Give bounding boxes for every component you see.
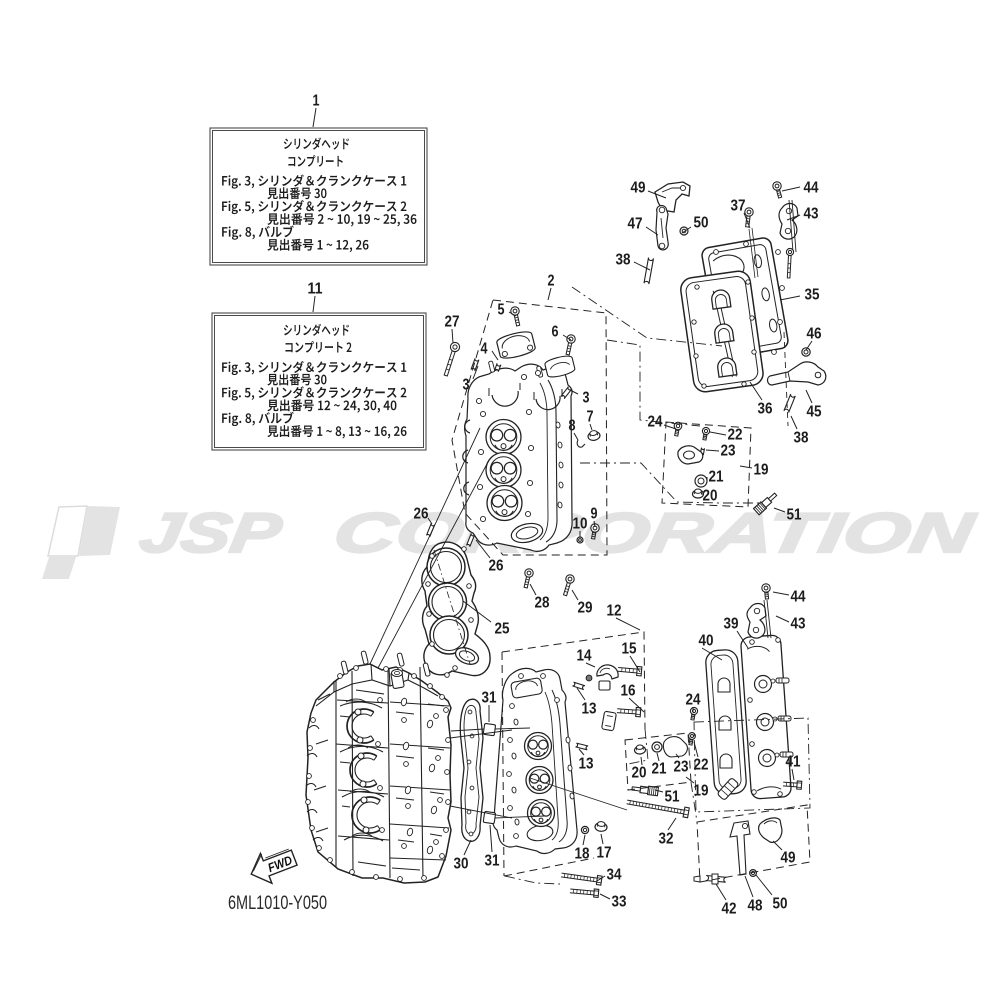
svg-text:JSP: JSP (136, 501, 286, 564)
svg-text:24: 24 (648, 414, 663, 431)
svg-text:8: 8 (569, 418, 576, 435)
svg-text:23: 23 (674, 759, 689, 776)
svg-text:45: 45 (807, 404, 822, 421)
svg-text:28: 28 (535, 595, 550, 612)
svg-text:15: 15 (622, 641, 637, 658)
svg-text:51: 51 (787, 507, 802, 524)
svg-text:9: 9 (591, 506, 598, 523)
svg-text:17: 17 (597, 845, 612, 862)
svg-text:19: 19 (754, 462, 769, 479)
svg-text:1: 1 (313, 93, 320, 110)
svg-text:44: 44 (791, 589, 806, 606)
svg-text:26: 26 (414, 506, 429, 523)
svg-text:40: 40 (699, 633, 714, 650)
svg-text:18: 18 (575, 846, 590, 863)
svg-text:49: 49 (781, 850, 796, 867)
svg-text:31: 31 (482, 690, 497, 707)
svg-text:25: 25 (495, 621, 510, 638)
svg-text:35: 35 (805, 287, 820, 304)
svg-text:22: 22 (728, 427, 743, 444)
svg-text:13: 13 (579, 756, 594, 773)
svg-text:19: 19 (694, 783, 709, 800)
svg-text:27: 27 (445, 314, 460, 331)
svg-text:7: 7 (587, 409, 594, 426)
svg-text:21: 21 (709, 469, 724, 486)
svg-text:21: 21 (652, 761, 667, 778)
svg-text:51: 51 (665, 789, 680, 806)
svg-text:23: 23 (721, 443, 736, 460)
svg-text:10: 10 (573, 516, 588, 533)
svg-text:39: 39 (724, 616, 739, 633)
svg-text:16: 16 (621, 683, 636, 700)
svg-text:6ML1010-Y050: 6ML1010-Y050 (228, 893, 327, 914)
svg-text:34: 34 (607, 867, 622, 884)
svg-text:37: 37 (731, 198, 746, 215)
svg-text:2: 2 (548, 273, 555, 290)
svg-text:50: 50 (694, 215, 709, 232)
svg-text:41: 41 (786, 754, 801, 771)
svg-text:6: 6 (552, 324, 559, 341)
svg-text:29: 29 (578, 600, 593, 617)
svg-text:14: 14 (577, 648, 592, 665)
svg-text:46: 46 (807, 326, 822, 343)
svg-text:48: 48 (748, 898, 763, 915)
svg-text:4: 4 (481, 341, 488, 358)
svg-text:20: 20 (632, 765, 647, 782)
svg-text:22: 22 (694, 757, 709, 774)
svg-text:32: 32 (659, 831, 674, 848)
svg-text:43: 43 (804, 206, 819, 223)
svg-text:3: 3 (463, 377, 470, 394)
svg-text:33: 33 (612, 894, 627, 911)
svg-text:3: 3 (583, 390, 590, 407)
svg-text:42: 42 (722, 901, 737, 918)
svg-text:43: 43 (791, 616, 806, 633)
svg-text:24: 24 (686, 692, 701, 709)
svg-text:36: 36 (758, 401, 773, 418)
svg-text:30: 30 (454, 856, 469, 873)
svg-text:12: 12 (607, 603, 622, 620)
svg-text:11: 11 (308, 281, 323, 298)
svg-text:44: 44 (804, 180, 819, 197)
svg-text:13: 13 (582, 701, 597, 718)
svg-text:20: 20 (703, 488, 718, 505)
svg-text:5: 5 (498, 302, 505, 319)
svg-text:47: 47 (628, 216, 643, 233)
svg-text:50: 50 (773, 896, 788, 913)
svg-text:26: 26 (489, 558, 504, 575)
svg-text:38: 38 (616, 252, 631, 269)
svg-text:49: 49 (631, 180, 646, 197)
svg-text:31: 31 (485, 853, 500, 870)
svg-text:38: 38 (794, 430, 809, 447)
